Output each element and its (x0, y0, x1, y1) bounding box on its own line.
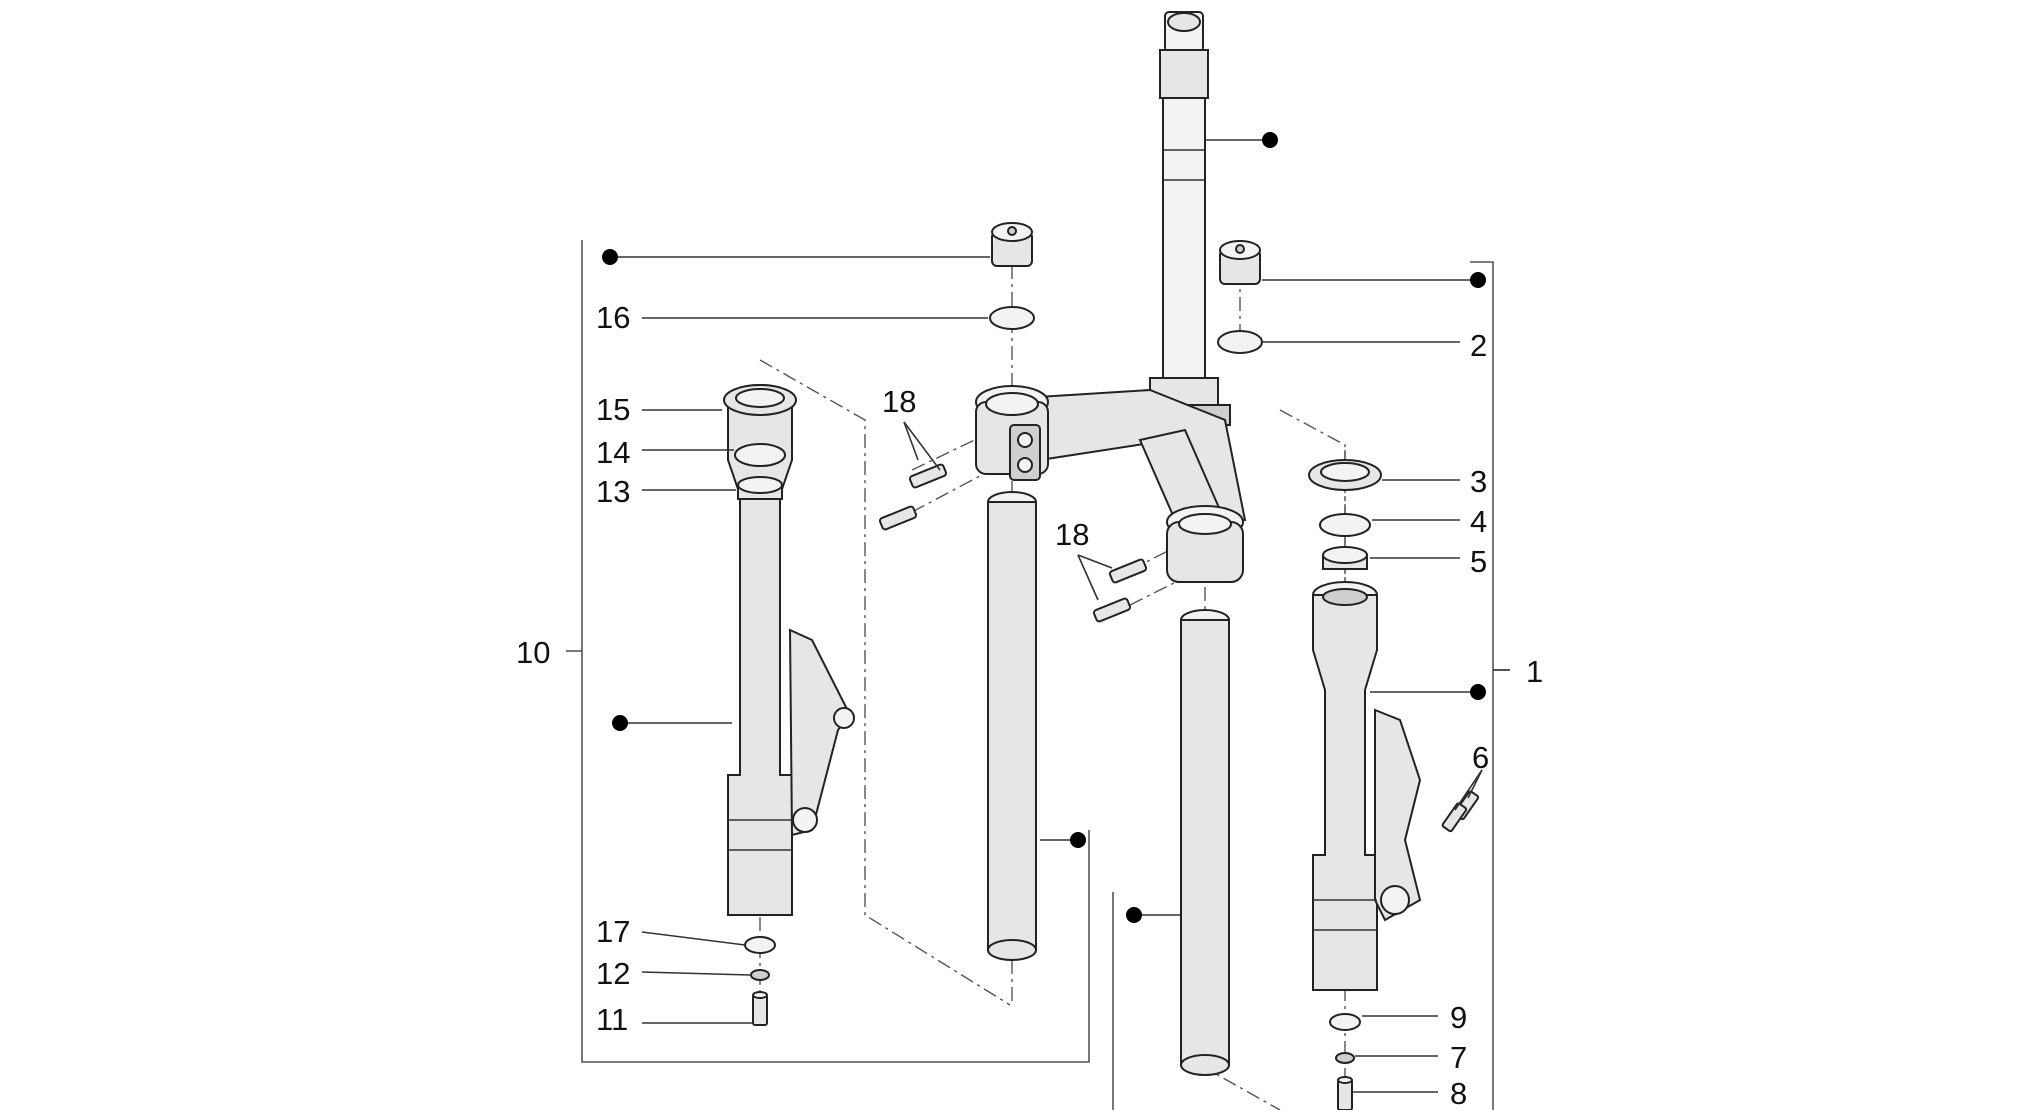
callout-9: 9 (1450, 1000, 1467, 1035)
o-ring-2 (1217, 330, 1263, 354)
group-bracket-10 (566, 240, 1090, 1063)
callout-12: 12 (596, 956, 630, 991)
o-ring-9 (1329, 1013, 1361, 1031)
o-ring-16 (989, 306, 1035, 330)
washer-7 (1335, 1052, 1355, 1064)
left-fork-tube (987, 491, 1037, 961)
bushing-5 (1322, 546, 1368, 570)
o-ring-14 (734, 443, 786, 467)
callout-16: 16 (596, 300, 630, 335)
right-top-cap (1219, 240, 1261, 285)
callout-4: 4 (1470, 504, 1487, 539)
assembly-guide-lines (759, 265, 1346, 1110)
callout-18-left: 18 (882, 384, 916, 419)
callout-2: 2 (1470, 328, 1487, 363)
left-top-cap (991, 222, 1033, 267)
left-seal-15 (723, 384, 797, 416)
right-seal-3 (1308, 459, 1382, 491)
callout-14: 14 (596, 435, 630, 470)
callout-labels: 16 15 14 13 10 17 12 11 18 18 2 3 4 5 1 … (516, 300, 1543, 1110)
callout-1: 1 (1526, 654, 1543, 689)
o-ring-17 (744, 936, 776, 954)
callout-15: 15 (596, 392, 630, 427)
bolt-11 (752, 991, 768, 1026)
callout-6: 6 (1472, 740, 1489, 775)
triple-clamp (975, 385, 1247, 583)
right-fork-tube (1180, 609, 1230, 1076)
callout-13: 13 (596, 474, 630, 509)
clamp-bolts-18-left (878, 463, 948, 531)
washer-12 (750, 969, 770, 981)
leader-lines (610, 139, 1510, 1093)
bolt-8 (1337, 1076, 1353, 1110)
callout-5: 5 (1470, 544, 1487, 579)
clamp-bolts-18-right (1092, 558, 1148, 623)
caliper-bolts-6 (1441, 790, 1480, 833)
callout-18-right: 18 (1055, 517, 1089, 552)
right-fork-leg (1312, 581, 1422, 991)
o-ring-4 (1319, 513, 1371, 537)
reference-dots (602, 132, 1486, 923)
callout-11: 11 (596, 1002, 628, 1037)
callout-7: 7 (1450, 1040, 1467, 1075)
bushing-13 (737, 476, 783, 500)
callout-17: 17 (596, 914, 630, 949)
callout-8: 8 (1450, 1076, 1467, 1110)
steering-stem (1139, 11, 1231, 426)
callout-3: 3 (1470, 464, 1487, 499)
callout-10: 10 (516, 635, 550, 670)
